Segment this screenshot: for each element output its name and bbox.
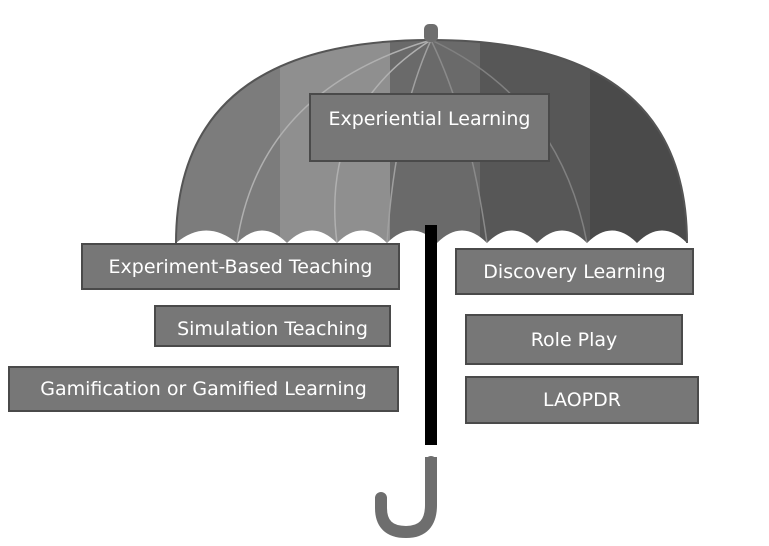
umbrella-tip bbox=[424, 24, 438, 42]
label-text: Discovery Learning bbox=[483, 261, 665, 283]
label-text: Experiential Learning bbox=[329, 108, 531, 130]
label-gamification: Gamification or Gamified Learning bbox=[8, 366, 399, 412]
label-discovery-learning: Discovery Learning bbox=[455, 248, 694, 295]
label-text: Role Play bbox=[531, 329, 618, 351]
label-laopdr: LAOPDR bbox=[465, 376, 699, 424]
label-text: Experiment-Based Teaching bbox=[109, 256, 373, 278]
label-role-play: Role Play bbox=[465, 314, 683, 365]
label-text: Simulation Teaching bbox=[177, 318, 368, 340]
label-text: Gamification or Gamified Learning bbox=[40, 378, 367, 400]
label-simulation-teaching: Simulation Teaching bbox=[154, 305, 391, 347]
label-experiential-learning: Experiential Learning bbox=[309, 93, 550, 162]
umbrella-handle bbox=[381, 462, 431, 532]
umbrella-shaft bbox=[425, 225, 437, 445]
label-text: LAOPDR bbox=[543, 389, 621, 411]
label-experiment-based-teaching: Experiment-Based Teaching bbox=[81, 243, 400, 290]
